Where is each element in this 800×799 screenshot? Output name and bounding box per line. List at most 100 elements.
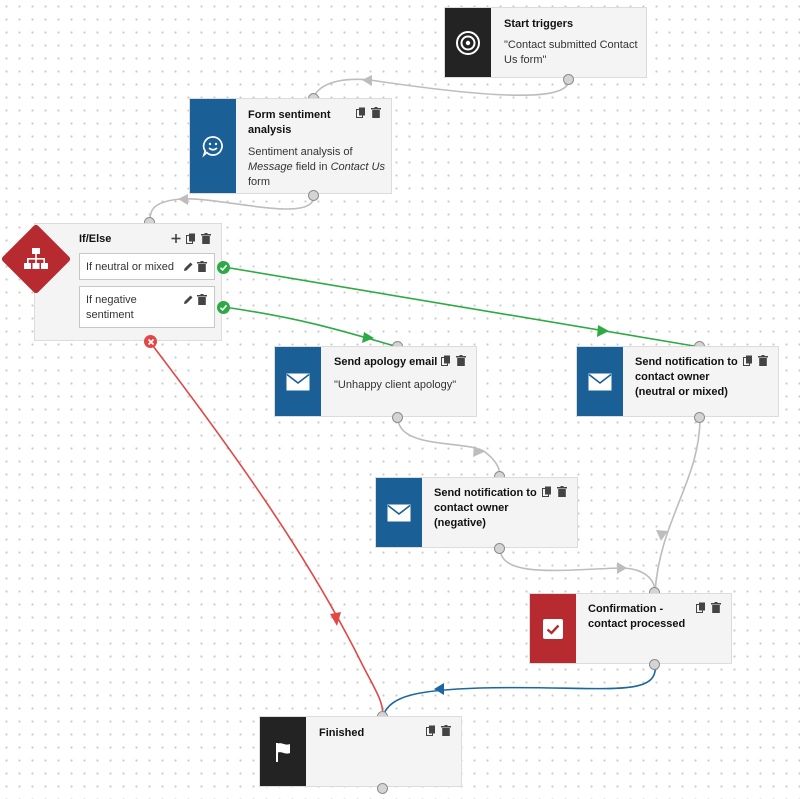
copy-icon[interactable] [441, 355, 451, 366]
condition-actions [183, 261, 207, 272]
envelope-icon [275, 347, 321, 416]
notify-negative-node[interactable]: Send notification to contact owner (nega… [375, 477, 578, 548]
description-line: Us form" [504, 54, 547, 66]
title-line: Form sentiment [248, 109, 331, 121]
title-line: Send notification to [434, 487, 537, 499]
title-line: (negative) [434, 517, 486, 529]
condition-actions [183, 294, 207, 305]
description-line: Message field in Contact Us [248, 160, 385, 175]
connector-negative-to-apology [223, 306, 399, 348]
connector-apology-to-notify-negative [397, 417, 501, 478]
copy-icon[interactable] [186, 233, 196, 244]
node-title: Send notification to contact owner (neut… [635, 355, 738, 400]
plus-icon[interactable] [171, 233, 181, 244]
description-line: "Contact submitted Contact [504, 39, 638, 51]
start-triggers-node[interactable]: Start triggers "Contact submitted Contac… [444, 7, 647, 78]
description-line: Sentiment analysis of [248, 146, 353, 158]
finished-output-port[interactable] [377, 783, 388, 794]
trash-icon[interactable] [711, 602, 721, 613]
node-actions [743, 355, 768, 366]
description-italic: Message [248, 161, 293, 173]
connector-notify-neutral-to-confirm [654, 417, 701, 593]
flag-icon [260, 717, 306, 786]
arrowhead [362, 75, 372, 86]
arrowhead [597, 325, 609, 337]
check-badge-icon[interactable] [217, 261, 230, 274]
connector-ifelse-fail-to-finished [149, 341, 384, 717]
confirmation-node[interactable]: Confirmation - contact processed [529, 593, 732, 664]
node-title: Send notification to contact owner (nega… [434, 486, 537, 531]
node-title: Send apology email [334, 356, 438, 368]
arrowhead [617, 562, 627, 574]
notify-neutral-node[interactable]: Send notification to contact owner (neut… [576, 346, 779, 417]
trash-icon[interactable] [557, 486, 567, 497]
send-apology-email-node[interactable]: Send apology email "Unhappy client apolo… [274, 346, 477, 417]
title-line: contact owner [434, 502, 509, 514]
title-line: Confirmation - [588, 603, 664, 615]
arrowhead [178, 194, 188, 205]
connector-start-to-sentiment [313, 78, 570, 99]
node-title: Form sentiment analysis [248, 108, 331, 138]
connector-sentiment-to-ifelse [149, 195, 315, 224]
condition-negative-sentiment[interactable]: If negative sentiment [79, 286, 215, 328]
title-line: contact owner [635, 371, 710, 383]
close-badge-icon[interactable] [144, 335, 157, 348]
arrowhead [362, 332, 374, 343]
pencil-icon[interactable] [183, 261, 193, 272]
copy-icon[interactable] [426, 725, 436, 736]
envelope-icon [577, 347, 623, 416]
description-italic: Contact Us [330, 161, 385, 173]
title-line: (neutral or mixed) [635, 386, 728, 398]
trash-icon[interactable] [197, 261, 207, 272]
arrowhead [434, 683, 444, 695]
node-description: "Contact submitted Contact Us form" [504, 38, 638, 68]
arrowhead [473, 446, 484, 457]
condition-label: If negative sentiment [86, 293, 137, 323]
title-line: contact processed [588, 618, 686, 630]
connector-neutral-to-notify [223, 266, 701, 348]
finished-node[interactable]: Finished [259, 716, 462, 787]
node-title: Start triggers [504, 18, 574, 30]
notify-negative-output-port[interactable] [494, 543, 505, 554]
node-actions [542, 486, 567, 497]
trash-icon[interactable] [201, 233, 211, 244]
sentiment-output-port[interactable] [308, 190, 319, 201]
copy-icon[interactable] [542, 486, 552, 497]
title-line: analysis [248, 124, 292, 136]
copy-icon[interactable] [743, 355, 753, 366]
title-line: Send notification to [635, 356, 738, 368]
node-title: Confirmation - contact processed [588, 602, 685, 632]
notify-neutral-output-port[interactable] [694, 412, 705, 423]
copy-icon[interactable] [696, 602, 706, 613]
pencil-icon[interactable] [183, 294, 193, 305]
target-icon [445, 8, 491, 77]
trash-icon[interactable] [758, 355, 768, 366]
node-actions [426, 725, 451, 736]
copy-icon[interactable] [356, 107, 366, 118]
node-description: Sentiment analysis of Message field in C… [248, 145, 385, 190]
check-badge-icon[interactable] [217, 301, 230, 314]
start-output-port[interactable] [563, 74, 574, 85]
description-line: form [248, 176, 270, 188]
confirm-output-port[interactable] [649, 659, 660, 670]
smiley-bubble-icon [190, 99, 236, 193]
description-text: field in [292, 161, 331, 173]
trash-icon[interactable] [441, 725, 451, 736]
sentiment-analysis-node[interactable]: Form sentiment analysis Sentiment analys… [189, 98, 392, 194]
node-actions [356, 107, 381, 118]
arrowhead [330, 612, 341, 626]
arrowhead [656, 530, 668, 541]
condition-label: If neutral or mixed [86, 261, 175, 273]
ifelse-node[interactable]: If/Else If neutral or mixed If negative … [34, 223, 222, 341]
connector-confirm-to-finished [382, 663, 656, 717]
condition-line: If negative [86, 294, 137, 306]
trash-icon[interactable] [197, 294, 207, 305]
node-actions [441, 355, 466, 366]
condition-neutral-or-mixed[interactable]: If neutral or mixed [79, 253, 215, 280]
trash-icon[interactable] [456, 355, 466, 366]
connector-notify-negative-to-confirm [499, 547, 656, 593]
node-title: If/Else [79, 233, 112, 245]
trash-icon[interactable] [371, 107, 381, 118]
node-actions [696, 602, 721, 613]
apology-output-port[interactable] [392, 412, 403, 423]
